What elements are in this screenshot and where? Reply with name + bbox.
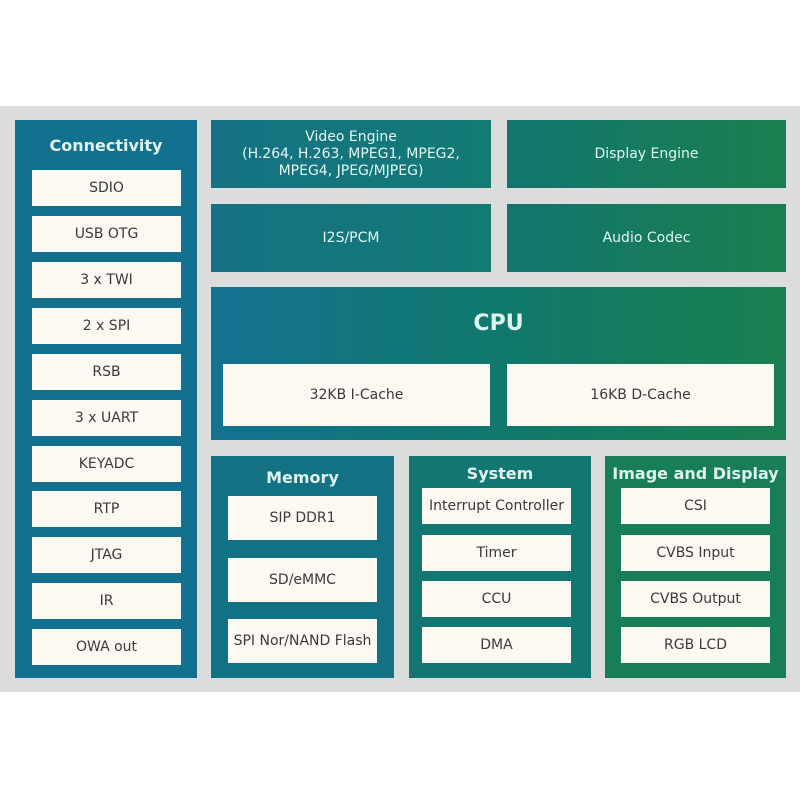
cpu-dcache: 16KB D-Cache [507, 364, 774, 426]
connectivity-item-uart: 3 x UART [32, 400, 181, 436]
memory-item-sip-ddr1: SIP DDR1 [228, 496, 377, 540]
connectivity-item-rsb: RSB [32, 354, 181, 390]
video-engine-title: Video Engine [305, 128, 397, 145]
connectivity-item-spi: 2 x SPI [32, 308, 181, 344]
video-engine-codecs-line2: MPEG4, JPEG/MJPEG) [278, 162, 424, 179]
cpu-icache: 32KB I-Cache [223, 364, 490, 426]
display-engine-label: Display Engine [594, 145, 699, 162]
i2s-pcm-label: I2S/PCM [322, 229, 380, 246]
memory-panel: Memory SIP DDR1 SD/eMMC SPI Nor/NAND Fla… [211, 456, 394, 678]
connectivity-item-twi: 3 x TWI [32, 262, 181, 298]
audio-codec-block: Audio Codec [507, 204, 786, 272]
connectivity-item-jtag: JTAG [32, 537, 181, 573]
image-display-item-cvbs-output: CVBS Output [621, 581, 770, 617]
connectivity-item-rtp: RTP [32, 491, 181, 527]
system-item-interrupt-controller: Interrupt Controller [422, 488, 571, 524]
connectivity-item-usb-otg: USB OTG [32, 216, 181, 252]
connectivity-panel: Connectivity SDIO USB OTG 3 x TWI 2 x SP… [15, 120, 197, 678]
connectivity-item-keyadc: KEYADC [32, 446, 181, 482]
cpu-panel: CPU 32KB I-Cache 16KB D-Cache [211, 287, 786, 440]
connectivity-item-ir: IR [32, 583, 181, 619]
system-item-timer: Timer [422, 535, 571, 571]
image-display-panel: Image and Display CSI CVBS Input CVBS Ou… [605, 456, 786, 678]
connectivity-title: Connectivity [49, 136, 163, 155]
image-display-item-cvbs-input: CVBS Input [621, 535, 770, 571]
video-engine-codecs-line1: (H.264, H.263, MPEG1, MPEG2, [242, 145, 460, 162]
system-item-ccu: CCU [422, 581, 571, 617]
memory-item-sd-emmc: SD/eMMC [228, 558, 377, 602]
connectivity-item-sdio: SDIO [32, 170, 181, 206]
display-engine-block: Display Engine [507, 120, 786, 188]
video-engine-block: Video Engine (H.264, H.263, MPEG1, MPEG2… [211, 120, 491, 188]
image-display-title: Image and Display [612, 464, 779, 483]
image-display-item-csi: CSI [621, 488, 770, 524]
system-title: System [466, 464, 534, 483]
image-display-item-rgb-lcd: RGB LCD [621, 627, 770, 663]
audio-codec-label: Audio Codec [602, 229, 691, 246]
connectivity-item-owa-out: OWA out [32, 629, 181, 665]
i2s-pcm-block: I2S/PCM [211, 204, 491, 272]
system-panel: System Interrupt Controller Timer CCU DM… [409, 456, 591, 678]
system-item-dma: DMA [422, 627, 571, 663]
memory-item-spi-flash: SPI Nor/NAND Flash [228, 619, 377, 663]
cpu-title: CPU [473, 311, 524, 336]
memory-title: Memory [266, 468, 339, 487]
